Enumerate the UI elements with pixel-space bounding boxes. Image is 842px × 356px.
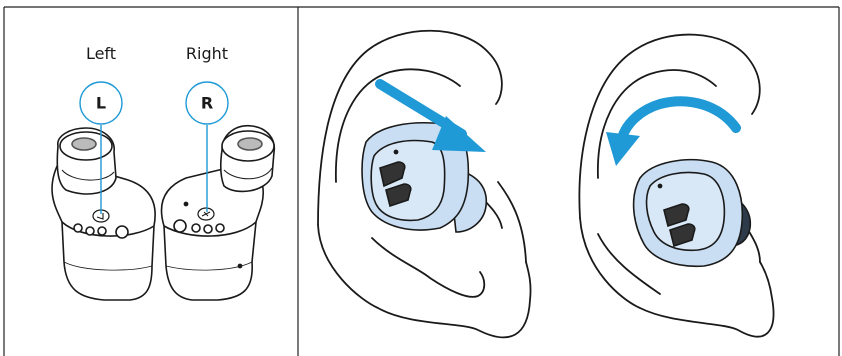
right-label: Right bbox=[186, 44, 228, 63]
right-earbud-illustration bbox=[162, 126, 275, 300]
left-badge-letter: L bbox=[96, 94, 106, 113]
earbud-in-ear-2 bbox=[634, 160, 751, 267]
left-label: Left bbox=[86, 44, 116, 63]
left-earbud-illustration bbox=[52, 128, 155, 300]
arrow-rotate bbox=[606, 101, 736, 166]
right-badge-letter: R bbox=[201, 94, 213, 113]
